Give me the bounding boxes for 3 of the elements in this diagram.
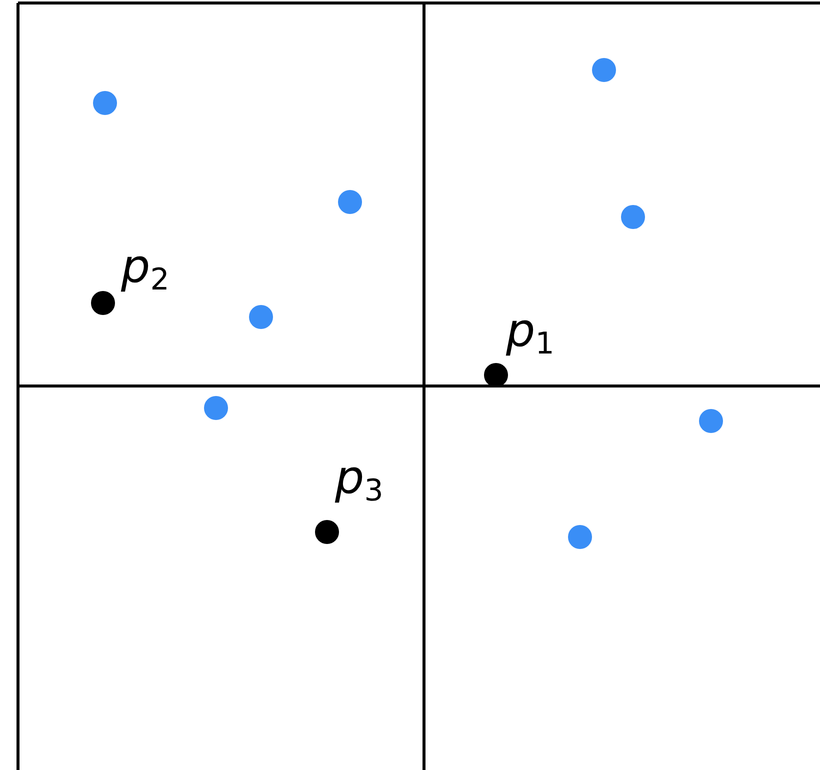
point-label: p$_{3}$: [335, 454, 384, 506]
point-label: p$_{2}$: [121, 243, 170, 296]
point-label: p$_{1}$: [506, 307, 554, 360]
